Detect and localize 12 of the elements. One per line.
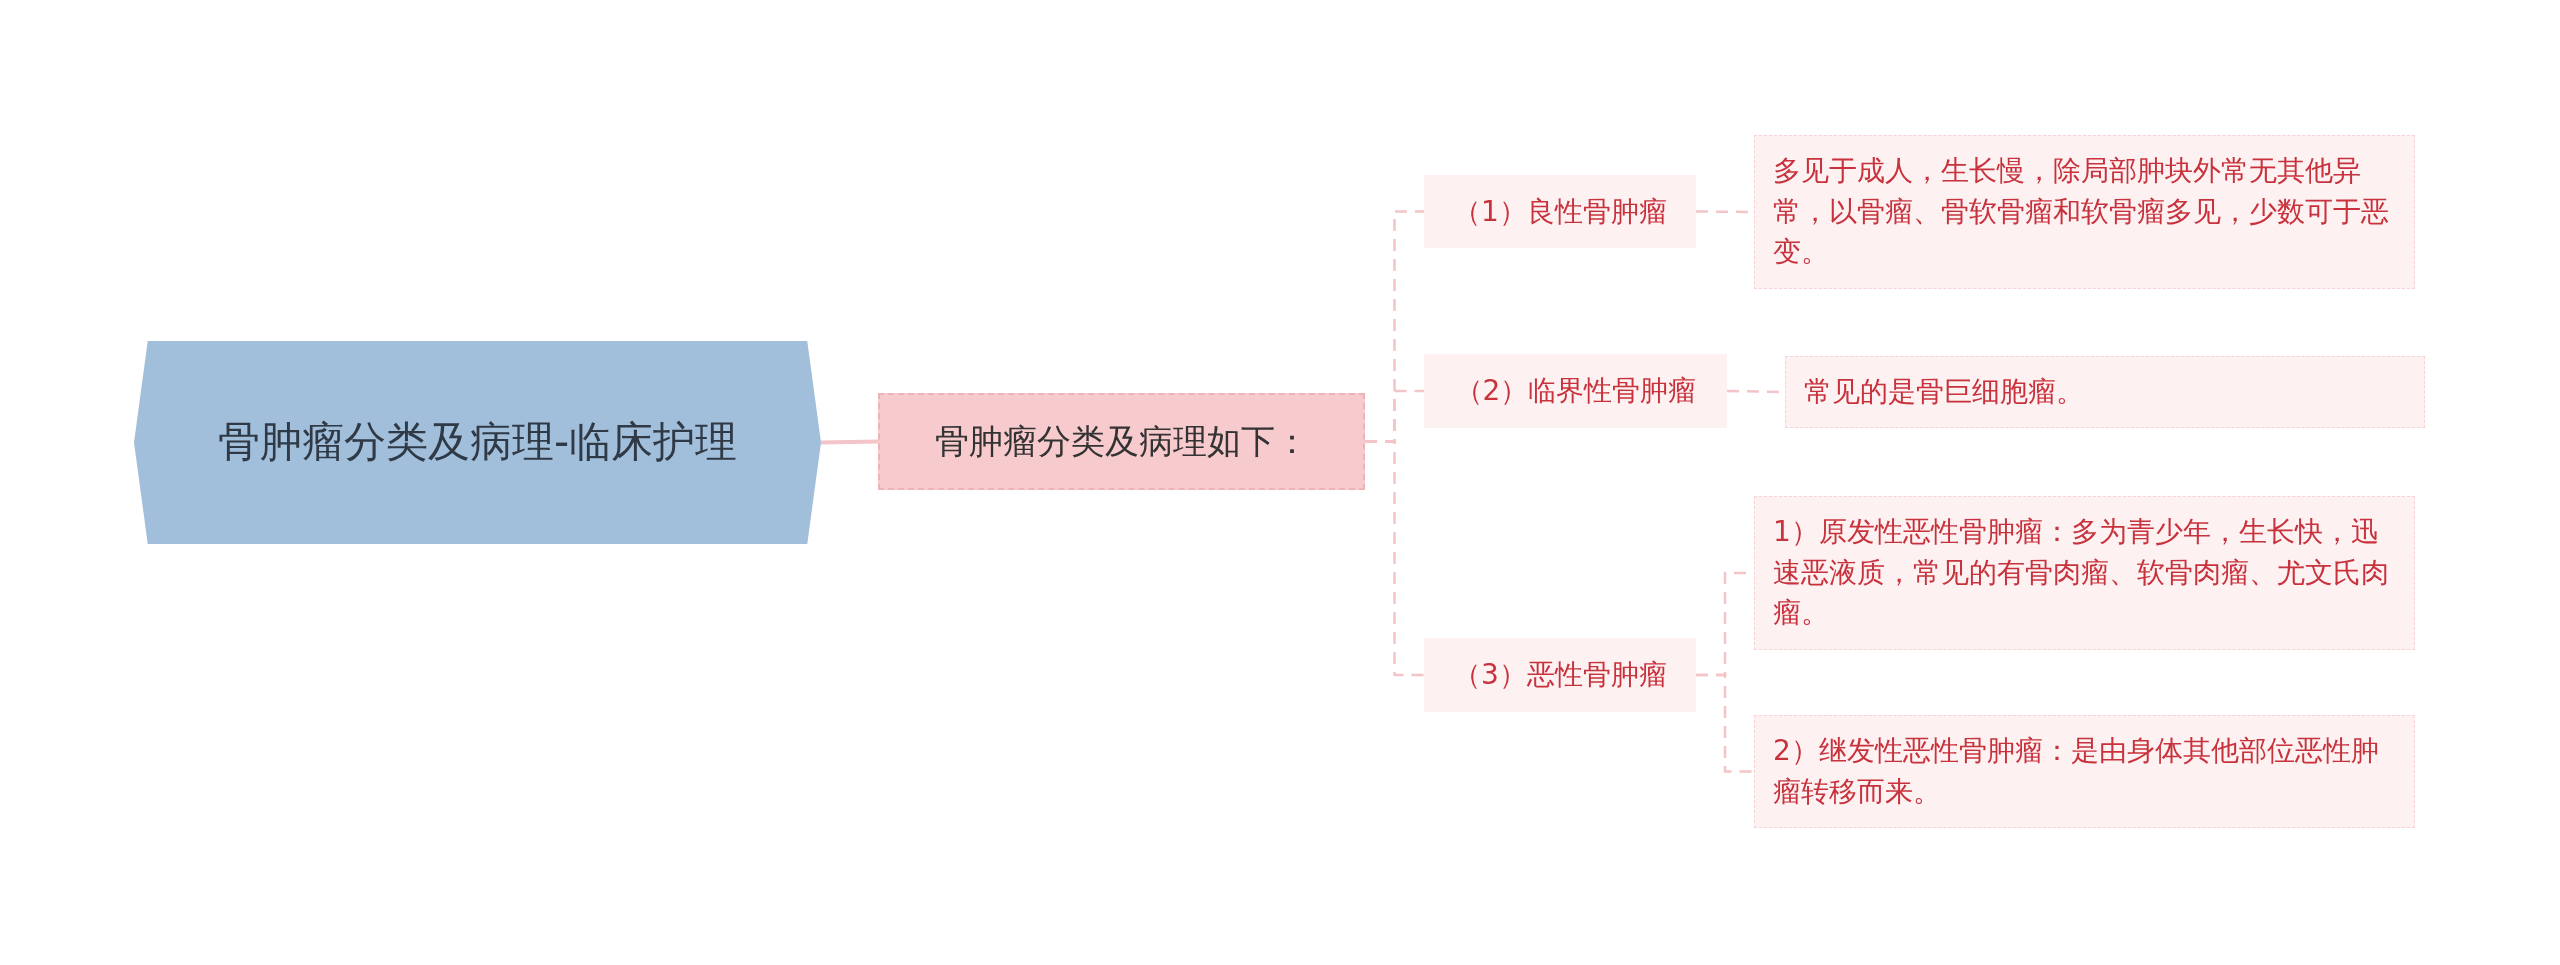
branch-box: （2）临界性骨肿瘤 <box>1424 354 1727 428</box>
note-box: 常见的是骨巨细胞瘤。 <box>1785 356 2425 428</box>
connector-line <box>1696 673 1754 773</box>
branch-box: （1）良性骨肿瘤 <box>1424 175 1696 248</box>
branch-box: （3）恶性骨肿瘤 <box>1424 638 1696 712</box>
connector-line <box>1365 440 1424 677</box>
note-box: 1）原发性恶性骨肿瘤：多为青少年，生长快，迅速恶液质，常见的有骨肉瘤、软骨肉瘤、尤文氏肉瘤。 <box>1754 496 2415 650</box>
note-box: 2）继发性恶性骨肿瘤：是由身体其他部位恶性肿瘤转移而来。 <box>1754 715 2415 828</box>
hexagon-topic: 骨肿瘤分类及病理-临床护理 <box>134 341 821 544</box>
topic-box: 骨肿瘤分类及病理如下： <box>878 393 1365 490</box>
note-box: 多见于成人，生长慢，除局部肿块外常无其他异常，以骨瘤、骨软骨瘤和软骨瘤多见，少数可于恶变。 <box>1754 135 2415 289</box>
connector-line <box>820 439 879 445</box>
